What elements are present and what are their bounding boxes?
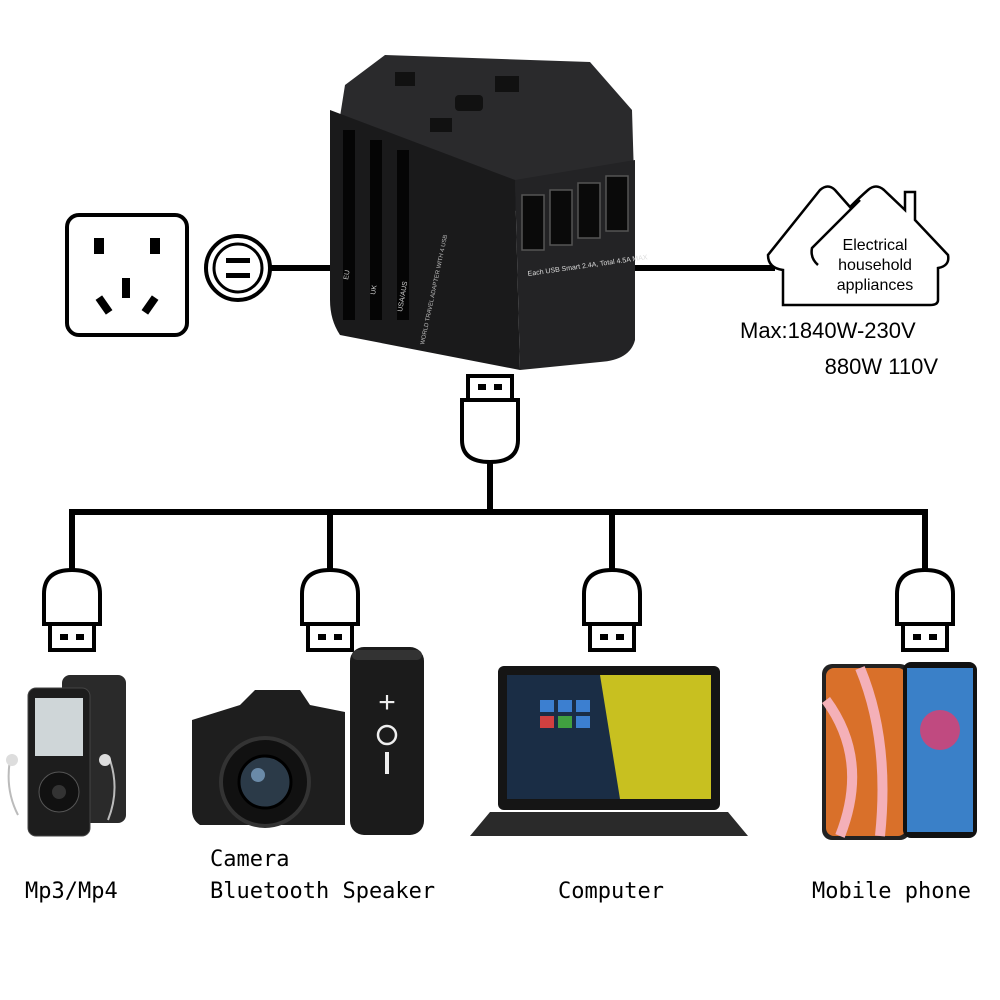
mp3-label: Mp3/Mp4 <box>25 879 118 904</box>
house-text-line1: Electrical <box>843 237 908 254</box>
usb-connector-down-icon <box>42 512 102 652</box>
appliance-cable <box>635 265 775 271</box>
usb-branches <box>42 512 955 652</box>
speaker-label: Bluetooth Speaker <box>210 879 435 904</box>
mobile-phone-image <box>821 662 977 840</box>
usb-bus-line <box>69 509 928 515</box>
usb-connector-up-icon <box>460 374 520 514</box>
usb-connector-down-icon <box>300 512 360 652</box>
wall-socket-icon <box>65 213 189 337</box>
laptop-image <box>470 666 748 836</box>
max-power-110v: 880W 110V <box>825 354 939 379</box>
travel-adapter-image: Each USB Smart 2.4A, Total 4.5A MAX EU U… <box>330 55 648 370</box>
house-icon <box>766 185 950 307</box>
house-text-line3: appliances <box>837 277 914 294</box>
house-text-line2: household <box>838 257 912 274</box>
camera-label: Camera <box>210 847 289 872</box>
mp3-player-image <box>6 675 126 837</box>
bluetooth-speaker-image: + <box>350 647 424 835</box>
svg-text:+: + <box>378 686 396 719</box>
max-power-230v: Max:1840W-230V <box>740 318 916 343</box>
usb-connector-down-icon <box>582 512 642 652</box>
camera-image <box>192 690 345 828</box>
plug-icon <box>204 234 335 302</box>
usb-connector-down-icon <box>895 512 955 652</box>
computer-label: Computer <box>558 879 664 904</box>
eu-label: EU <box>343 270 352 281</box>
uk-label: UK <box>370 284 379 295</box>
mobile-phone-label: Mobile phone <box>812 879 971 904</box>
